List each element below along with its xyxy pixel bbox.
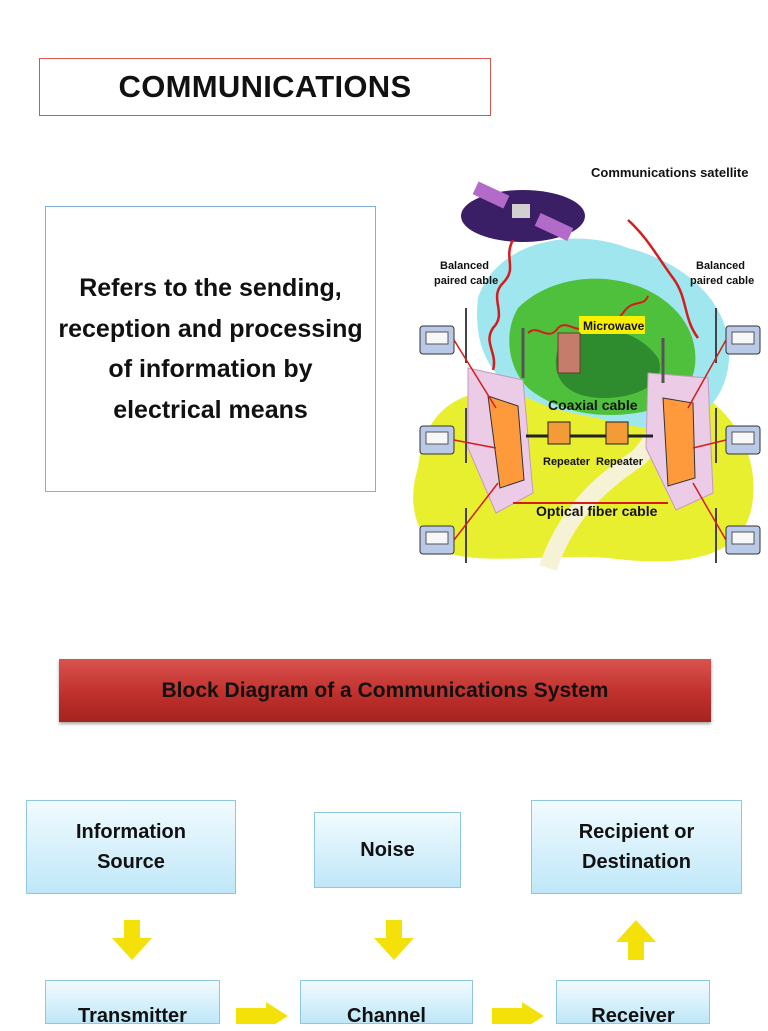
arrow-down-noise [374,920,414,960]
phone-right-3 [725,525,761,555]
cable-right-3 [692,482,727,541]
arrow-up-recipient [616,920,656,960]
satellite-label: Communications satellite [591,165,748,180]
signal-left [488,239,515,371]
phone-right-2 [725,425,761,455]
microwave-label: Microwave [583,319,645,333]
tower-center [557,332,581,374]
phone-left-2 [419,425,455,455]
definition-text: Refers to the sending, reception and pro… [45,206,376,492]
satellite-panel-left [472,181,510,209]
block-information-source: Information Source [26,800,236,894]
block-diagram-banner: Block Diagram of a Communications System [59,659,711,722]
balanced-left-line1: Balanced [440,260,489,272]
repeater-label-2: Repeater [596,456,644,468]
cable-left-1 [453,339,497,409]
balanced-left-line2: paired cable [434,275,498,287]
arrow-right-transmitter-channel [236,1002,288,1024]
phone-left-1 [419,325,455,355]
slide-title: COMMUNICATIONS [39,58,491,116]
phone-right-1 [725,325,761,355]
exchange-left-front [487,395,525,489]
cable-right-1 [687,339,727,409]
block-noise: Noise [314,812,461,888]
cable-left-3 [453,482,499,541]
repeater-box-2 [605,421,629,445]
balanced-right-line2: paired cable [690,275,754,287]
satellite-panel-right [534,213,574,241]
cable-left-2 [453,439,497,449]
repeater-label-1: Repeater [543,456,591,468]
balanced-right-line1: Balanced [696,260,745,272]
block-channel: Channel [300,980,473,1027]
arrow-down-source [112,920,152,960]
block-transmitter: Transmitter [45,980,220,1027]
arrow-right-channel-receiver [492,1002,544,1024]
exchange-right-front [662,397,696,487]
communications-illustration: Communications satellite Microwave Balan… [413,165,761,571]
repeater-box-1 [547,421,571,445]
coaxial-label: Coaxial cable [548,397,638,413]
block-recipient: Recipient or Destination [531,800,742,894]
block-receiver: Receiver [556,980,710,1027]
phone-left-3 [419,525,455,555]
optical-label: Optical fiber cable [536,503,658,519]
satellite-body [512,204,530,218]
signal-right [627,219,700,339]
landscape-darkgreen [555,329,660,398]
microwave-label-bg [579,316,645,334]
cable-right-2 [692,439,727,449]
